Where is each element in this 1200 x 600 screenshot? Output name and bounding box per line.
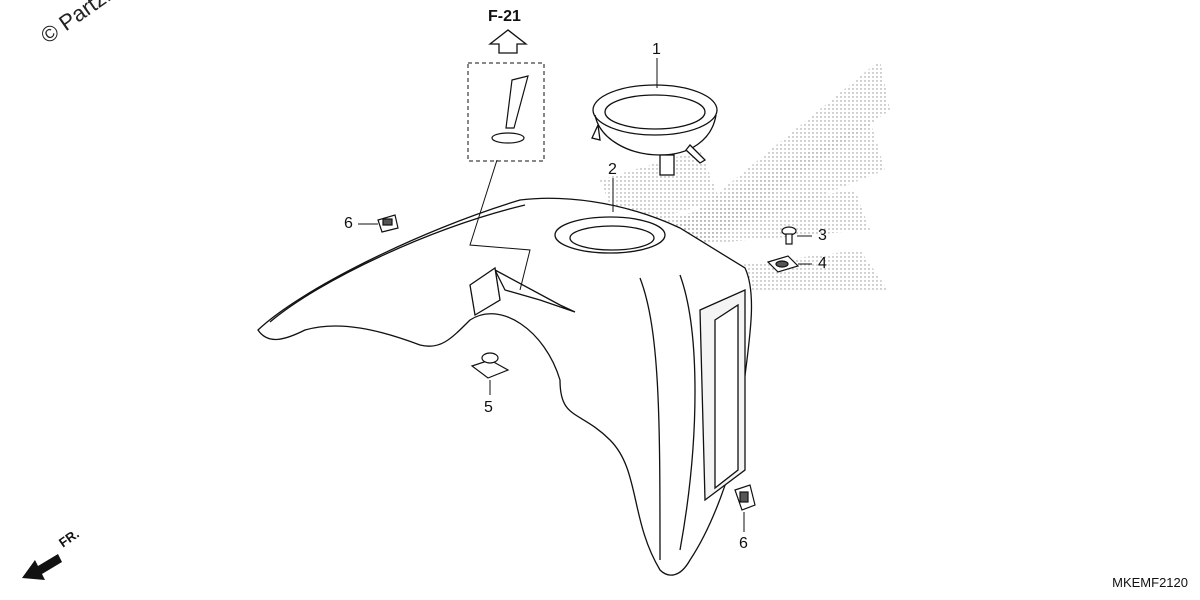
- diagram-code: MKEMF2120: [1112, 575, 1188, 590]
- callout-6-upper: 6: [344, 215, 353, 232]
- grommet-5: [470, 352, 510, 379]
- filler-cap-ring: [591, 84, 718, 176]
- callout-4: 4: [818, 255, 827, 272]
- reference-box: [467, 29, 545, 291]
- callout-1: 1: [652, 41, 661, 58]
- callout-2: 2: [608, 161, 617, 178]
- leader-lines: [358, 58, 812, 532]
- callout-6-lower: 6: [739, 535, 748, 552]
- callout-3: 3: [818, 227, 827, 244]
- clip-6-lower: [734, 484, 756, 511]
- nut-4: [766, 255, 800, 273]
- reference-label: F-21: [488, 8, 521, 25]
- bolt-3: [781, 226, 797, 245]
- front-arrow: [22, 554, 62, 580]
- callout-5: 5: [484, 399, 493, 416]
- clip-6-upper: [377, 214, 399, 233]
- tank-cover: [257, 197, 753, 576]
